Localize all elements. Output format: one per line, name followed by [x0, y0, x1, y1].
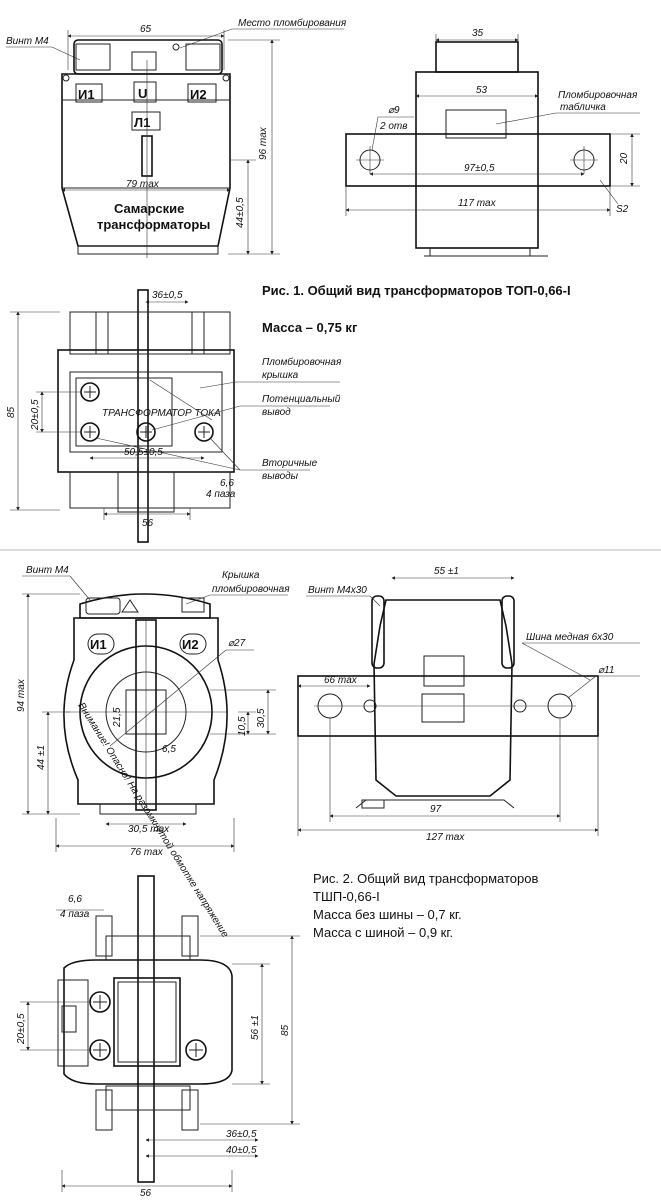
- fig1-bottom-dim-36: 36±0,5: [152, 290, 183, 301]
- fig2-front-dim-94: 94 max: [16, 678, 27, 712]
- fig2-side-dim-55: 55 ±1: [434, 566, 459, 577]
- fig2-front-dim-65: 6,5: [162, 744, 176, 755]
- fig1-side-dim-97: 97±0,5: [464, 163, 495, 174]
- fig2-front-dim-305max: 30,5 max: [128, 824, 170, 835]
- screw-icon: [89, 1039, 111, 1061]
- fig2-front-dim-105: 10,5: [237, 716, 248, 736]
- fig1-bottom-dim-4paz: 4 паза: [206, 489, 236, 500]
- fig2-front-terminal-i1: И1: [90, 637, 107, 652]
- screw-icon: [136, 422, 156, 442]
- fig1-side-dim-top: 35: [472, 28, 484, 39]
- fig1-bottom-dim-85: 85: [6, 406, 17, 418]
- screw-icon: [185, 1039, 207, 1061]
- fig1-bottom-cover-label-2: крышка: [262, 370, 299, 381]
- fig2-bottom-dim-56pm: 56 ±1: [250, 1015, 261, 1040]
- fig2-side-dim-66: 66 max: [324, 675, 358, 686]
- fig1-front-terminal-u: U: [138, 86, 147, 101]
- fig1-bottom-secondary-label-1: Вторичные: [262, 458, 318, 469]
- fig1-side-hole-dia: ⌀9: [388, 105, 400, 116]
- fig2-bottom-dim-4paz: 4 паза: [60, 909, 90, 920]
- fig1-caption: Рис. 1. Общий вид трансформаторов ТОП-0,…: [262, 283, 571, 298]
- screw-icon: [89, 991, 111, 1013]
- fig2-front-cover-label-1: Крышка: [222, 570, 260, 581]
- fig2-side-dim-11: ⌀11: [598, 665, 614, 676]
- fig1-side-plate-label-2: табличка: [560, 101, 606, 113]
- fig1-side-dim-s2: S2: [616, 204, 629, 215]
- fig2-front-dim-215: 21,5: [112, 707, 123, 728]
- fig2-front-dim-305: 30,5: [256, 708, 267, 728]
- fig2-front-vint-label: Винт М4: [26, 565, 69, 576]
- fig2-side-vint-label: Винт М4х30: [308, 585, 367, 596]
- fig1-side-dim-20: 20: [619, 152, 630, 165]
- fig2-bottom-dim-56: 56: [140, 1188, 152, 1199]
- fig1-front-dim-top: 65: [140, 24, 152, 35]
- fig2-side-dim-127: 127 max: [426, 832, 465, 843]
- fig2-front-dim-44: 44 ±1: [36, 745, 47, 770]
- fig2-bottom-dim-40: 40±0,5: [226, 1145, 257, 1156]
- fig1-front-terminal-i1: И1: [78, 87, 95, 102]
- fig2-caption-line2: ТШП-0,66-I: [313, 889, 380, 904]
- fig2-bottom-dim-20: 20±0,5: [16, 1013, 27, 1045]
- fig1-bottom-nameplate: ТРАНСФОРМАТОР ТОКА: [102, 408, 221, 419]
- fig1-front-view: 65 Винт М4 Место пломбирования И1 U И2 Л…: [6, 17, 347, 258]
- fig1-bottom-dim-56: 56: [142, 518, 154, 529]
- fig1-front-dim-width: 79 max: [126, 179, 160, 190]
- fig2-bottom-dim-85: 85: [280, 1024, 291, 1036]
- fig1-side-dim-117: 117 max: [458, 198, 497, 209]
- fig2-caption-line3: Масса без шины – 0,7 кг.: [313, 907, 462, 922]
- fig1-bottom-dim-50: 50,5±0,5: [124, 447, 163, 458]
- fig1-side-view: 35 53 97±0,5 117 max ⌀9 2 отв Пломбирово…: [345, 28, 640, 257]
- fig1-front-terminal-l1: Л1: [134, 115, 150, 130]
- fig1-bottom-cover-label-1: Пломбировочная: [262, 356, 342, 368]
- fig1-side-dim-53: 53: [476, 85, 488, 96]
- fig1-bottom-dim-66: 6,6: [220, 478, 234, 489]
- fig1-front-terminal-i2: И2: [190, 87, 207, 102]
- fig1-bottom-view: 36±0,5 ТРАНСФОРМАТОР ТОКА 85: [6, 289, 342, 543]
- fig2-bottom-view: 6,6 4 паза 20±0,5 56 ±1: [16, 875, 300, 1199]
- fig2-front-view: Винт М4 Крышка пломбировочная И1 И2 Вним…: [16, 565, 290, 940]
- fig1-front-brand-line2: трансформаторы: [97, 217, 210, 232]
- fig1-bottom-potential-label-2: вывод: [262, 407, 291, 418]
- fig1-front-vint-label: Винт М4: [6, 36, 49, 47]
- fig1-side-plate-label-1: Пломбировочная: [558, 89, 638, 101]
- fig1-front-brand-line1: Самарские: [114, 201, 184, 216]
- fig2-front-dim-76: 76 max: [130, 847, 164, 858]
- fig2-front-dim-dia: ⌀27: [228, 638, 246, 649]
- screw-icon: [194, 422, 214, 442]
- fig2-bottom-dim-36: 36±0,5: [226, 1129, 257, 1140]
- fig2-bottom-dim-66: 6,6: [68, 894, 82, 905]
- fig1-front-seal-label: Место пломбирования: [238, 17, 347, 29]
- fig2-front-terminal-i2: И2: [182, 637, 199, 652]
- fig2-side-view: Винт М4х30 55 ±1 Шина медная 6х30 66 max…: [297, 566, 640, 843]
- fig1-side-holes-count: 2 отв: [379, 121, 407, 132]
- fig1-bottom-potential-label-1: Потенциальный: [262, 394, 341, 405]
- fig1-bottom-dim-20: 20±0,5: [30, 399, 41, 431]
- fig1-front-dim-center: 44±0,5: [235, 197, 246, 228]
- fig2-side-dim-97: 97: [430, 804, 442, 815]
- fig2-front-cover-label-2: пломбировочная: [212, 583, 290, 595]
- screw-icon: [80, 382, 100, 402]
- fig2-caption: Рис. 2. Общий вид трансформаторов ТШП-0,…: [313, 870, 538, 942]
- fig2-side-bus-label: Шина медная 6х30: [526, 632, 614, 643]
- fig2-caption-line4: Масса с шиной – 0,9 кг.: [313, 925, 454, 940]
- fig1-bottom-secondary-label-2: выводы: [262, 471, 299, 482]
- fig2-caption-line1: Рис. 2. Общий вид трансформаторов: [313, 871, 539, 886]
- fig1-mass: Масса – 0,75 кг: [262, 320, 358, 335]
- fig1-front-dim-height: 96 max: [258, 126, 269, 160]
